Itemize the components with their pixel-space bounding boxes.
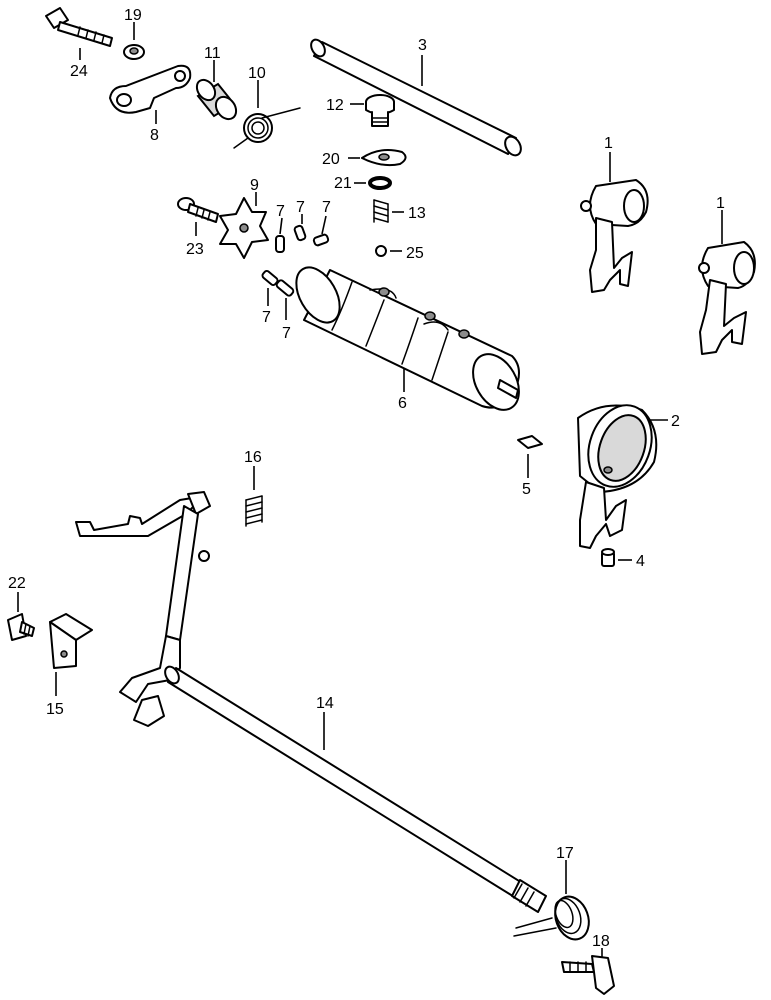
part-6-shift-drum xyxy=(295,266,520,411)
callout-21: 21 xyxy=(334,175,352,192)
callout-20: 20 xyxy=(322,151,340,168)
callout-7-a: 7 xyxy=(276,203,285,220)
part-13-spring xyxy=(373,199,404,223)
callout-18: 18 xyxy=(592,933,610,950)
part-16-spring xyxy=(245,466,263,527)
part-4-guide-pin xyxy=(601,548,632,567)
callout-labels: 1 1 2 3 4 5 6 7 7 7 7 7 8 9 10 11 12 13 … xyxy=(8,7,725,950)
part-9-star-cam xyxy=(219,192,269,259)
part-3-fork-shaft xyxy=(310,38,522,157)
part-2-shift-fork-ring xyxy=(577,404,668,549)
callout-6: 6 xyxy=(398,395,407,412)
callout-24: 24 xyxy=(70,63,88,80)
part-12-plug-bolt xyxy=(350,94,395,127)
part-10-return-spring xyxy=(233,80,301,149)
callout-12: 12 xyxy=(326,97,344,114)
callout-15: 15 xyxy=(46,701,64,718)
part-24-bolt xyxy=(45,7,113,60)
part-15-plate xyxy=(49,613,93,696)
callout-7-b: 7 xyxy=(296,199,305,216)
callout-7-c: 7 xyxy=(322,199,331,216)
callout-3: 3 xyxy=(418,37,427,54)
part-18-bolt xyxy=(561,948,615,995)
callout-1-b: 1 xyxy=(716,195,725,212)
callout-4: 4 xyxy=(636,553,645,570)
part-7-pins xyxy=(261,214,330,320)
callout-11: 11 xyxy=(204,45,221,62)
part-1-shift-fork-b xyxy=(698,210,756,355)
part-8-stopper-arm xyxy=(109,64,192,124)
part-19-washer xyxy=(123,22,145,60)
callout-10: 10 xyxy=(248,65,266,82)
part-1-shift-fork-a xyxy=(580,152,649,293)
part-14-gearshift-spindle xyxy=(75,491,547,913)
callout-13: 13 xyxy=(408,205,426,222)
callout-9: 9 xyxy=(250,177,259,194)
part-21-o-ring xyxy=(354,176,392,190)
part-11-collar xyxy=(195,60,238,121)
callout-7-e: 7 xyxy=(282,325,291,342)
callout-2: 2 xyxy=(671,413,680,430)
callout-8: 8 xyxy=(150,127,159,144)
callout-22: 22 xyxy=(8,575,26,592)
callout-5: 5 xyxy=(522,481,531,498)
part-25-ball xyxy=(375,245,402,257)
callout-23: 23 xyxy=(186,241,204,258)
callout-25: 25 xyxy=(406,245,424,262)
callout-17: 17 xyxy=(556,845,574,862)
part-20-gasket xyxy=(348,149,407,167)
callout-1-a: 1 xyxy=(604,135,613,152)
part-23-bolt xyxy=(177,197,219,236)
part-5-clip xyxy=(517,435,543,478)
callout-7-d: 7 xyxy=(262,309,271,326)
callout-19: 19 xyxy=(124,7,142,24)
callout-16: 16 xyxy=(244,449,262,466)
callout-14: 14 xyxy=(316,695,334,712)
part-22-bolt xyxy=(7,592,35,641)
part-17-spring xyxy=(513,860,590,941)
